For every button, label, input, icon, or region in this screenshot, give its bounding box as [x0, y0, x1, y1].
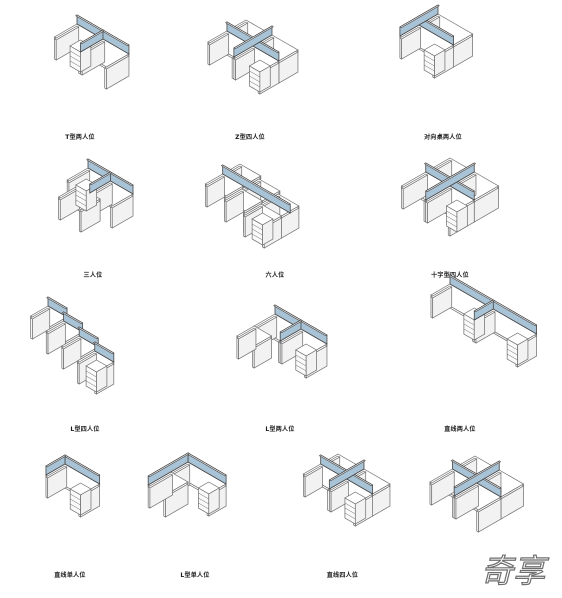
- workstation-illustration: [399, 4, 474, 79]
- workstation-item: 直线两人位: [400, 274, 538, 433]
- workstation-illustration: [29, 296, 115, 395]
- workstation-item: T型两人位: [25, 14, 135, 141]
- workstation-illustration: [45, 454, 101, 518]
- workstation-caption: 六人位: [265, 272, 285, 279]
- workstation-item: 十字型四人位: [395, 157, 505, 279]
- workstation-illustration: [207, 19, 299, 95]
- workstation-illustration: [400, 157, 500, 237]
- watermark-logo: 奇享: [470, 548, 556, 592]
- workstation-item: L型两人位: [225, 304, 335, 433]
- workstation-caption: 三人位: [83, 272, 103, 279]
- workstation-illustration: [53, 14, 130, 90]
- workstation-illustration: [302, 453, 391, 527]
- watermark-text: 奇享: [481, 552, 549, 590]
- workstation-caption: 对向桌两人位: [424, 134, 462, 141]
- workstation-item: 三人位: [38, 158, 148, 279]
- workstation-item: 对向桌两人位: [388, 4, 498, 141]
- workstation-caption: L型两人位: [265, 426, 295, 433]
- workstation-illustration: [430, 274, 538, 368]
- workstation-caption: L型单人位: [180, 572, 210, 579]
- workstation-caption: L型四人位: [70, 426, 100, 433]
- workstation-caption: 直线两人位: [444, 426, 476, 433]
- workstation-item: 直线单人位: [25, 454, 115, 580]
- workstation-caption: Z型四人位: [235, 134, 265, 141]
- workstation-caption: T型两人位: [65, 134, 95, 141]
- workstation-caption: 直线四人位: [326, 572, 359, 579]
- workstation-item: L型四人位: [20, 296, 150, 433]
- workstation-item: Z型四人位: [190, 19, 310, 141]
- workstation-item: L型单人位: [140, 452, 250, 580]
- workstation-item: 六人位: [204, 163, 340, 279]
- workstation-illustration: [236, 304, 328, 379]
- workstation-caption: 直线单人位: [54, 572, 86, 579]
- workstation-illustration: [147, 452, 227, 518]
- workstation-illustration: [57, 158, 134, 233]
- workstation-illustration: [429, 455, 525, 533]
- workstation-illustration: [204, 163, 300, 249]
- workstation-item: [420, 455, 530, 552]
- workstation-item: 直线四人位: [280, 453, 405, 580]
